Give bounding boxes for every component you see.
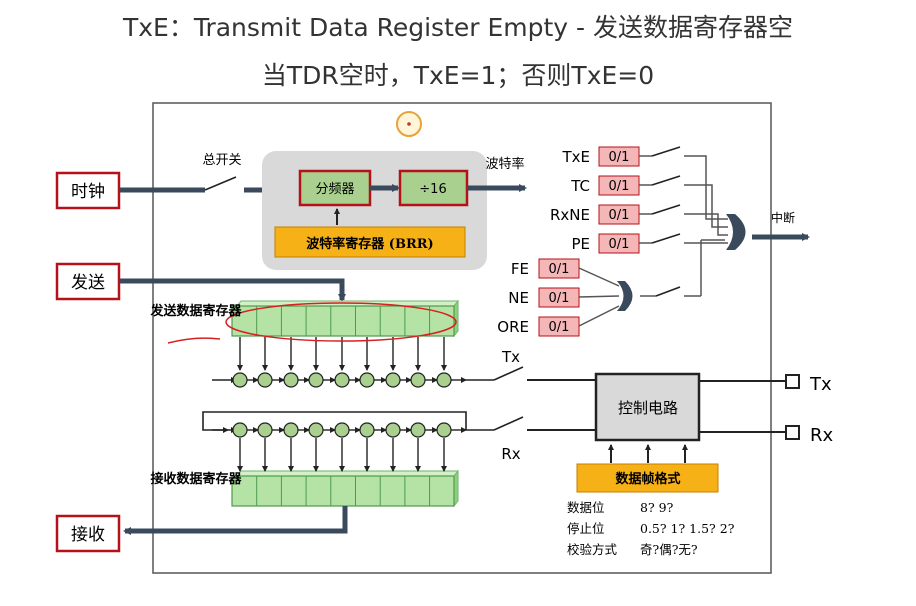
rx-pin [785,425,800,440]
main-switch [204,176,237,191]
or-gate-interrupt [726,214,746,250]
frame-row-value: 8? 9? [640,500,674,515]
flag-value: 0/1 [609,150,630,165]
prescaler-box [298,169,372,207]
tx-pin [785,374,800,389]
flag-name-tc: TC [570,177,590,195]
tx-register-highlight [225,302,457,342]
tx-switch [493,366,524,381]
frame-row-value: 0.5? 1? 1.5? 2? [640,521,735,536]
shift-bit [283,422,299,438]
div16-label: ÷16 [419,182,446,197]
brr-label: 波特率寄存器 (BRR) [306,236,433,252]
brr-box [274,226,466,258]
rx-switch [493,416,524,431]
shift-bit [385,372,401,388]
or-gate-errors [617,281,633,311]
flag-value-box [538,316,580,337]
shift-bit [436,372,452,388]
flag-value: 0/1 [609,237,630,252]
main-switch-label: 总开关 [202,153,241,168]
frame-row-key: 停止位 [567,521,605,536]
title-line-2: 当TDR空时，TxE=1；否则TxE=0 [261,61,655,90]
tx-switch-label: Tx [501,348,520,366]
flag-value: 0/1 [549,320,570,335]
shift-bit [334,422,350,438]
baud-out-label: 波特率 [485,156,524,172]
flag-switch [651,204,681,215]
flag-name-ne: NE [508,289,529,307]
rx-reg-label: 接收数据寄存器 [150,471,242,487]
flag-value: 0/1 [549,262,570,277]
shift-bit [359,372,375,388]
flag-value: 0/1 [609,208,630,223]
shift-bit [232,372,248,388]
frame-row-key: 校验方式 [567,542,618,557]
shift-bit [283,372,299,388]
receive-output-box [55,514,121,553]
flag-switch [651,175,681,186]
tx-reg-label: 发送数据寄存器 [149,303,242,319]
shift-bit [257,422,273,438]
shift-bit [308,372,324,388]
send-label: 发送 [71,273,105,293]
clock-label: 时钟 [71,182,105,202]
flag-name-fe: FE [511,260,529,278]
flag-value: 0/1 [609,179,630,194]
interrupt-label: 中断 [771,210,795,225]
flag-value: 0/1 [549,291,570,306]
tx-data-register [231,299,460,371]
flag-switch [651,146,681,157]
frame-format-label: 数据帧格式 [615,471,680,487]
control-label: 控制电路 [618,399,678,417]
shift-bit [232,422,248,438]
frame-format-rows: 数据位 8? 9? 停止位 0.5? 1? 1.5? 2? 校验方式 奇?偶?无? [567,500,735,557]
prescaler-label: 分频器 [315,182,354,197]
tx-pin-label: Tx [809,374,832,395]
flag-name-pe: PE [571,235,590,253]
shift-bit [436,422,452,438]
error-switch [655,286,681,297]
shift-bit [359,422,375,438]
rx-switch-label: Rx [501,445,520,463]
rx-pin-label: Rx [810,425,834,446]
flag-name-txe: TxE [561,148,590,166]
shift-bit [410,372,426,388]
shift-bit [334,372,350,388]
shift-bit [308,422,324,438]
control-circuit-box [594,372,701,442]
frame-row-key: 数据位 [567,500,605,515]
flag-name-rxne: RxNE [550,206,590,224]
title-line-1: TxE：Transmit Data Register Empty - 发送数据寄… [122,13,794,42]
tx-shift-register [212,372,467,388]
shift-bit [410,422,426,438]
div16-box [398,169,469,207]
shift-bit [257,372,273,388]
send-input-box [55,262,121,301]
flag-name-ore: ORE [497,318,529,336]
rx-shift-register [212,422,467,438]
receive-label: 接收 [71,525,105,545]
frame-row-value: 奇?偶?无? [640,542,698,557]
clock-input-box [55,171,121,210]
shift-bit [385,422,401,438]
flag-value-box [538,287,580,308]
rx-data-register [231,438,460,508]
flag-switch [651,233,681,244]
frame-format-box [576,463,719,493]
